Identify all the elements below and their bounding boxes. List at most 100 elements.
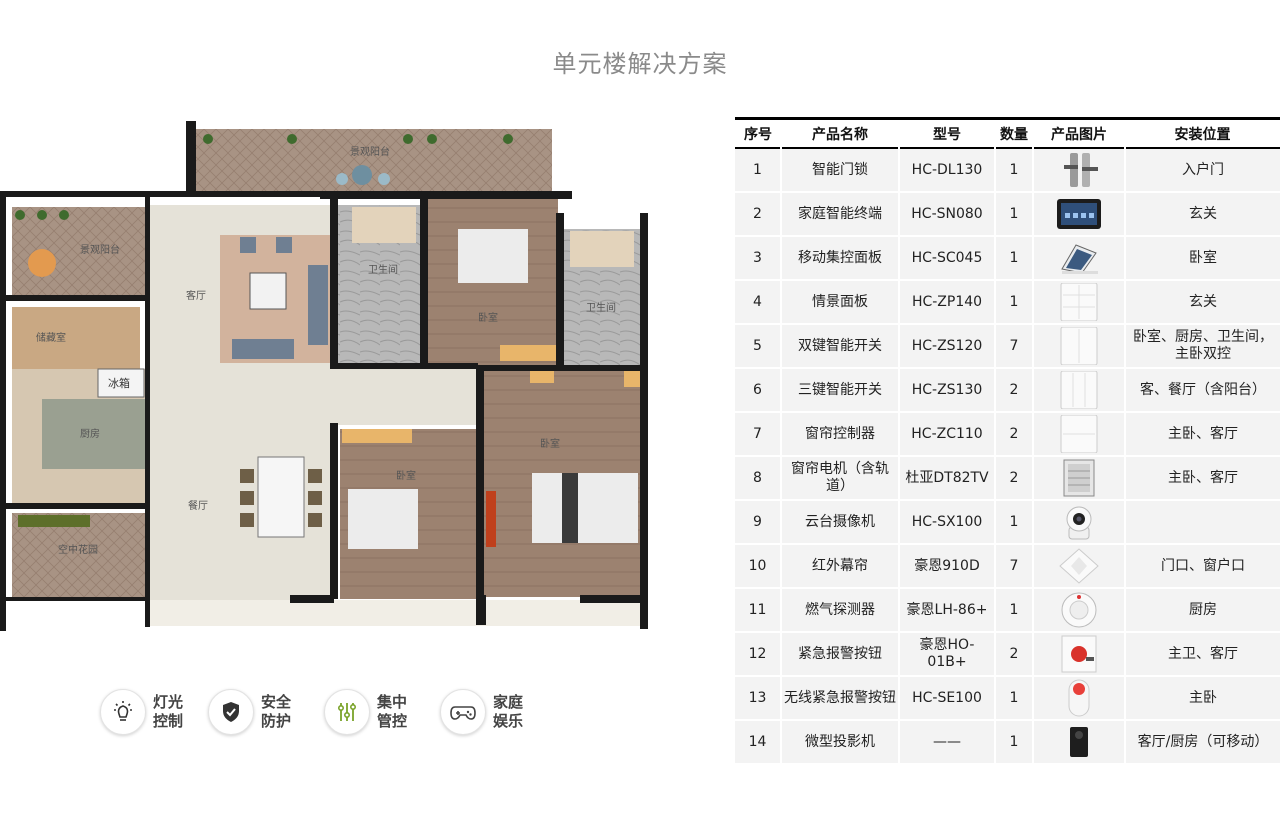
curtain-motor-image <box>1063 459 1095 497</box>
table-row: 11 燃气探测器 豪恩LH-86+ 1 厨房 <box>735 588 1280 633</box>
cell-image <box>1033 720 1126 765</box>
room-label-bedroom-1: 卧室 <box>478 311 498 324</box>
room-label-kitchen: 厨房 <box>80 427 100 440</box>
feature-security: 安全防护 <box>208 688 305 736</box>
cell-no: 7 <box>735 412 782 457</box>
cell-image <box>1033 412 1126 457</box>
cell-location: 主卧 <box>1125 676 1280 721</box>
cell-qty: 2 <box>995 412 1034 457</box>
cell-qty: 1 <box>995 588 1034 633</box>
room-label-bedroom-3: 卧室 <box>540 437 560 450</box>
table-row: 10 红外幕帘 豪恩910D 7 门口、窗户口 <box>735 544 1280 589</box>
cell-image <box>1033 368 1126 413</box>
feature-entertainment: 家庭娱乐 <box>440 688 537 736</box>
table-row: 2 家庭智能终端 HC-SN080 1 玄关 <box>735 192 1280 237</box>
feature-label-lighting: 灯光控制 <box>153 693 184 730</box>
cell-model: —— <box>899 720 996 765</box>
table-row: 1 智能门锁 HC-DL130 1 入户门 <box>735 148 1280 193</box>
cell-location: 主卫、客厅 <box>1125 632 1280 677</box>
cell-image <box>1033 632 1126 677</box>
cell-no: 2 <box>735 192 782 237</box>
cell-location: 玄关 <box>1125 280 1280 325</box>
table-row: 3 移动集控面板 HC-SC045 1 卧室 <box>735 236 1280 281</box>
cell-qty: 1 <box>995 676 1034 721</box>
room-label-bathroom-2: 卫生间 <box>586 301 616 314</box>
feature-label-central-control: 集中管控 <box>377 693 408 730</box>
cell-name: 云台摄像机 <box>781 500 900 545</box>
cell-model: HC-SE100 <box>899 676 996 721</box>
cell-image <box>1033 456 1126 501</box>
cell-model: HC-SN080 <box>899 192 996 237</box>
cell-no: 6 <box>735 368 782 413</box>
feature-label-entertainment: 家庭娱乐 <box>493 693 524 730</box>
cell-name: 窗帘控制器 <box>781 412 900 457</box>
cell-image <box>1033 324 1126 369</box>
page-title: 单元楼解决方案 <box>552 50 728 78</box>
room-label-dining: 餐厅 <box>188 499 208 512</box>
cell-image <box>1033 544 1126 589</box>
cell-name: 紧急报警按钮 <box>781 632 900 677</box>
table-header-row: 序号 产品名称 型号 数量 产品图片 安装位置 <box>735 118 1280 148</box>
cell-qty: 1 <box>995 148 1034 193</box>
cell-name: 微型投影机 <box>781 720 900 765</box>
cell-no: 1 <box>735 148 782 193</box>
cell-name: 智能门锁 <box>781 148 900 193</box>
cell-location: 客、餐厅（含阳台） <box>1125 368 1280 413</box>
cell-qty: 1 <box>995 280 1034 325</box>
cell-location: 卧室、厨房、卫生间，主卧双控 <box>1125 324 1280 369</box>
cell-no: 11 <box>735 588 782 633</box>
table-row: 12 紧急报警按钮 豪恩HO-01B+ 2 主卫、客厅 <box>735 632 1280 677</box>
wireless-emergency-button-image <box>1068 679 1090 717</box>
cell-image <box>1033 236 1126 281</box>
table-row: 7 窗帘控制器 HC-ZC110 2 主卧、客厅 <box>735 412 1280 457</box>
room-label-scenic-balcony-left: 景观阳台 <box>80 243 120 256</box>
cell-qty: 1 <box>995 236 1034 281</box>
cell-model: HC-ZP140 <box>899 280 996 325</box>
light-bulb-icon <box>100 689 146 735</box>
table-row: 8 窗帘电机（含轨道） 杜亚DT82TV 2 主卧、客厅 <box>735 456 1280 501</box>
cell-no: 14 <box>735 720 782 765</box>
room-label-fridge: 冰箱 <box>108 376 130 390</box>
cell-qty: 2 <box>995 368 1034 413</box>
cell-image <box>1033 676 1126 721</box>
shield-icon <box>208 689 254 735</box>
curtain-controller-image <box>1060 415 1098 453</box>
header-image: 产品图片 <box>1033 118 1125 148</box>
cell-location: 厨房 <box>1125 588 1280 633</box>
cell-model: 豪恩HO-01B+ <box>899 632 996 677</box>
cell-model: HC-ZC110 <box>899 412 996 457</box>
table-row: 4 情景面板 HC-ZP140 1 玄关 <box>735 280 1280 325</box>
cell-model: HC-ZS120 <box>899 324 996 369</box>
cell-model: HC-ZS130 <box>899 368 996 413</box>
cell-no: 4 <box>735 280 782 325</box>
cell-location: 入户门 <box>1125 148 1280 193</box>
cell-qty: 7 <box>995 544 1034 589</box>
cell-no: 12 <box>735 632 782 677</box>
cell-no: 3 <box>735 236 782 281</box>
cell-name: 燃气探测器 <box>781 588 900 633</box>
cell-location: 玄关 <box>1125 192 1280 237</box>
smart-terminal-image <box>1057 199 1101 229</box>
cell-qty: 1 <box>995 192 1034 237</box>
cell-name: 双键智能开关 <box>781 324 900 369</box>
table-row: 13 无线紧急报警按钮 HC-SE100 1 主卧 <box>735 676 1280 721</box>
table-row: 14 微型投影机 —— 1 客厅/厨房（可移动） <box>735 720 1280 765</box>
cell-model: 豪恩LH-86+ <box>899 588 996 633</box>
ptz-camera-image <box>1066 506 1092 540</box>
room-label-bathroom-1: 卫生间 <box>368 263 398 276</box>
table-row: 9 云台摄像机 HC-SX100 1 <box>735 500 1280 545</box>
mobile-panel-image <box>1061 244 1098 274</box>
cell-model: HC-SC045 <box>899 236 996 281</box>
cell-name: 窗帘电机（含轨道） <box>781 456 900 501</box>
table-row: 6 三键智能开关 HC-ZS130 2 客、餐厅（含阳台） <box>735 368 1280 413</box>
cell-model: 杜亚DT82TV <box>899 456 996 501</box>
header-qty: 数量 <box>995 118 1033 148</box>
cell-model: HC-DL130 <box>899 148 996 193</box>
cell-no: 10 <box>735 544 782 589</box>
cell-name: 情景面板 <box>781 280 900 325</box>
cell-image <box>1033 280 1126 325</box>
cell-name: 三键智能开关 <box>781 368 900 413</box>
feature-label-security: 安全防护 <box>261 693 292 730</box>
room-label-bedroom-2: 卧室 <box>396 469 416 482</box>
double-switch-image <box>1060 327 1098 365</box>
